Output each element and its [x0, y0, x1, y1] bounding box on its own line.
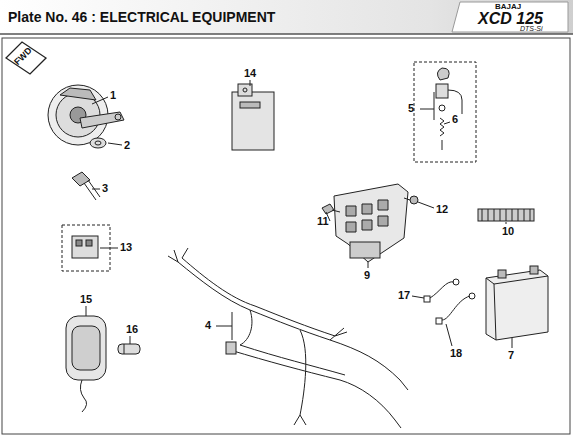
callout-number: 14: [244, 68, 256, 79]
plate-title: Plate No. 46 : ELECTRICAL EQUIPMENT: [8, 10, 275, 24]
callout-number: 11: [317, 216, 329, 227]
callout-number: 6: [452, 114, 458, 125]
callout-number: 3: [102, 183, 108, 194]
callout-number: 4: [205, 320, 211, 331]
callout-number: 18: [450, 348, 462, 359]
callout-number: 12: [436, 204, 448, 215]
callout-number: 9: [364, 270, 370, 281]
callout-number: 17: [398, 290, 410, 301]
fwd-tag: [6, 42, 46, 74]
callout-number: 10: [502, 226, 514, 237]
brand-name: BAJAJ: [495, 3, 521, 11]
callout-number: 5: [408, 103, 414, 114]
callout-number: 2: [124, 140, 130, 151]
model-name: XCD 125: [478, 11, 543, 27]
engine-name: DTS-Si: [520, 25, 543, 32]
callout-number: 7: [508, 350, 514, 361]
callout-number: 1: [110, 90, 116, 101]
callout-number: 16: [126, 324, 138, 335]
callout-number: 15: [80, 294, 92, 305]
plate-frame: [2, 38, 570, 434]
callout-number: 13: [120, 242, 132, 253]
header-band: [0, 0, 573, 34]
